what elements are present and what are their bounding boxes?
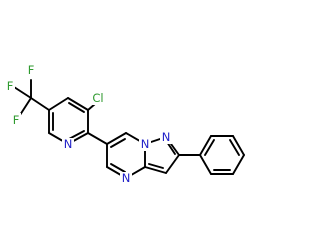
bond-pz-c3-c3a bbox=[144, 166, 167, 174]
atom-n-pyrimidine: N bbox=[122, 171, 131, 185]
bond-pym-double-1 bbox=[110, 138, 126, 148]
atom-n-pyridine: N bbox=[64, 137, 73, 151]
bond-ph-double-2 bbox=[229, 139, 240, 156]
atom-n-bridgehead: N bbox=[141, 137, 150, 151]
bond-ph-1 bbox=[199, 135, 212, 156]
bond-pyr-double-1 bbox=[68, 102, 85, 113]
bond-cf3-f1 bbox=[13, 86, 32, 99]
atom-n-pyrazole: N bbox=[162, 130, 171, 144]
bond-pyr-c4-c3 bbox=[67, 97, 89, 111]
atom-f-1: F bbox=[7, 79, 14, 93]
bonds bbox=[13, 79, 245, 179]
atom-f-3: F bbox=[13, 113, 20, 127]
bond-pz-c2-c3 bbox=[165, 154, 180, 174]
atom-labels: F F F Cl N N N N bbox=[5, 63, 172, 185]
bond-pz-double-2 bbox=[148, 163, 164, 169]
bond-pym-c6-c7 bbox=[106, 132, 127, 145]
bond-cf3-f3 bbox=[19, 97, 32, 116]
bond-ph-4 bbox=[232, 154, 245, 175]
bond-pyr-double-2 bbox=[68, 130, 85, 140]
bond-ph-double-1 bbox=[204, 139, 215, 156]
chemical-structure: F F F Cl N N N N bbox=[5, 63, 245, 185]
bond-pyr-to-pym bbox=[87, 132, 108, 145]
bond-pyr-c5-c4 bbox=[48, 97, 69, 111]
atom-cl: Cl bbox=[92, 91, 103, 105]
bond-cf3-ring bbox=[30, 97, 50, 111]
bond-ph-3 bbox=[232, 135, 245, 156]
atom-f-2: F bbox=[28, 63, 35, 77]
bond-pym-double-2 bbox=[110, 163, 126, 173]
bond-ph-6 bbox=[199, 154, 212, 175]
